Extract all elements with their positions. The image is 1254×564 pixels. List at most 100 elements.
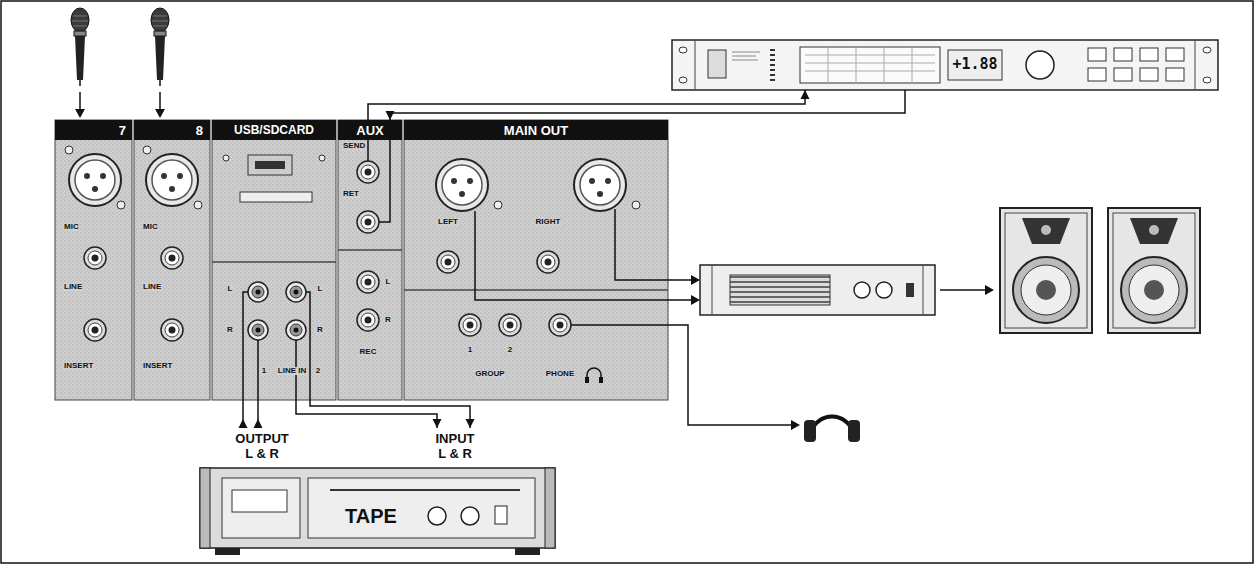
mixer-panel <box>255 161 285 169</box>
cable-line <box>296 400 437 428</box>
power-amplifier <box>700 265 935 315</box>
mixer-panel <box>248 282 268 302</box>
effects-unit <box>732 52 760 60</box>
mixer-panel <box>65 146 73 154</box>
channel-strip: 7MICLINEINSERT <box>55 120 132 400</box>
effects-unit <box>770 50 775 80</box>
mixer-panel <box>286 282 306 302</box>
cable-line <box>368 90 805 120</box>
speakers <box>1108 208 1200 333</box>
speakers <box>1000 208 1200 333</box>
microphones <box>151 8 169 118</box>
mixer-panel <box>161 247 183 269</box>
signal-wires <box>571 325 792 425</box>
microphones <box>71 8 89 118</box>
headphones <box>811 417 853 432</box>
mixer-panel <box>134 120 210 400</box>
headphones <box>848 420 860 442</box>
effects-unit <box>805 47 935 83</box>
signal-cable <box>310 400 475 428</box>
tape-deck <box>308 478 535 538</box>
signal-wires <box>615 209 692 280</box>
panel-label: RIGHT <box>535 218 562 226</box>
tape-deck <box>495 506 507 524</box>
speakers <box>1000 208 1092 333</box>
arrowheads <box>691 295 700 305</box>
tape-deck <box>222 478 300 538</box>
panel-label: L <box>385 278 392 286</box>
mixer-panel <box>357 271 379 293</box>
panel-label: REC <box>359 348 378 356</box>
panel-label: OUTPUT L & R <box>232 432 292 462</box>
mixer-panel <box>55 120 132 400</box>
arrowheads <box>691 275 700 285</box>
mixer-panel <box>212 120 336 140</box>
effects-unit <box>1203 47 1211 53</box>
effects-unit <box>1114 48 1132 61</box>
tape-deck <box>232 490 287 512</box>
mixer-panel <box>248 320 268 340</box>
mixer-panel <box>194 201 202 209</box>
mixer-panel <box>499 314 521 336</box>
effects-unit <box>1114 68 1132 81</box>
mixer-panel <box>404 120 668 140</box>
power-amplifier <box>730 275 830 305</box>
cable-line <box>310 400 470 428</box>
arrowhead <box>386 111 395 120</box>
mixer-panel <box>404 289 668 291</box>
panel-label: MIC <box>63 223 80 231</box>
mixer-panel <box>632 201 640 209</box>
panel-label: L <box>227 285 234 293</box>
mixer-panel <box>357 309 379 331</box>
signal-wires <box>475 209 986 425</box>
effects-unit <box>1195 40 1196 90</box>
panel-label: LINE <box>63 283 83 291</box>
mixer-panel <box>357 211 379 233</box>
section-header: AUX <box>355 124 384 137</box>
mixer-panel <box>587 368 601 380</box>
panel-label: INPUT L & R <box>432 432 478 462</box>
mixer-panel <box>585 377 589 383</box>
effects-unit <box>1026 51 1054 79</box>
panel-label: TAPE <box>345 506 397 526</box>
mixer-panel <box>404 120 668 400</box>
effects-unit <box>1088 48 1106 61</box>
tape-deck <box>515 548 540 555</box>
tape-deck <box>545 468 555 548</box>
effects-unit <box>1166 68 1184 81</box>
power-amplifier <box>876 282 892 298</box>
signal-cable <box>254 400 263 428</box>
mixer-panel <box>338 120 402 400</box>
mixer-panel <box>574 159 626 211</box>
effects-unit <box>1140 68 1158 81</box>
arrowhead <box>433 419 442 428</box>
panel-label: GROUP <box>474 370 505 378</box>
arrowheads <box>985 285 994 295</box>
effects-unit <box>672 40 1218 90</box>
microphones <box>71 8 169 118</box>
mixer-panel <box>161 319 183 341</box>
panel-label: 2 <box>507 346 513 354</box>
signal-cable <box>368 90 810 120</box>
effects-unit <box>948 50 1002 80</box>
panel-label: R <box>384 316 392 324</box>
section-header: USB/SDCARD <box>233 124 315 136</box>
mixer-panel <box>319 155 325 161</box>
arrowhead <box>801 90 810 99</box>
panel-label: LEFT <box>437 218 459 226</box>
arrowhead <box>254 419 263 428</box>
signal-cable <box>386 90 906 120</box>
effects-unit <box>672 40 1218 90</box>
arrowheads <box>791 420 800 430</box>
panel-label: INSERT <box>142 362 173 370</box>
mixer-panel <box>134 120 210 140</box>
mixer-panel <box>212 120 336 400</box>
mixer-panel <box>286 320 306 340</box>
panel-label: R <box>316 326 324 334</box>
panel-label: INSERT <box>63 362 94 370</box>
effects-processor: +1.88 <box>672 40 1218 90</box>
tape-deck: OUTPUT L & R INPUT L & R TAPE <box>195 428 560 558</box>
